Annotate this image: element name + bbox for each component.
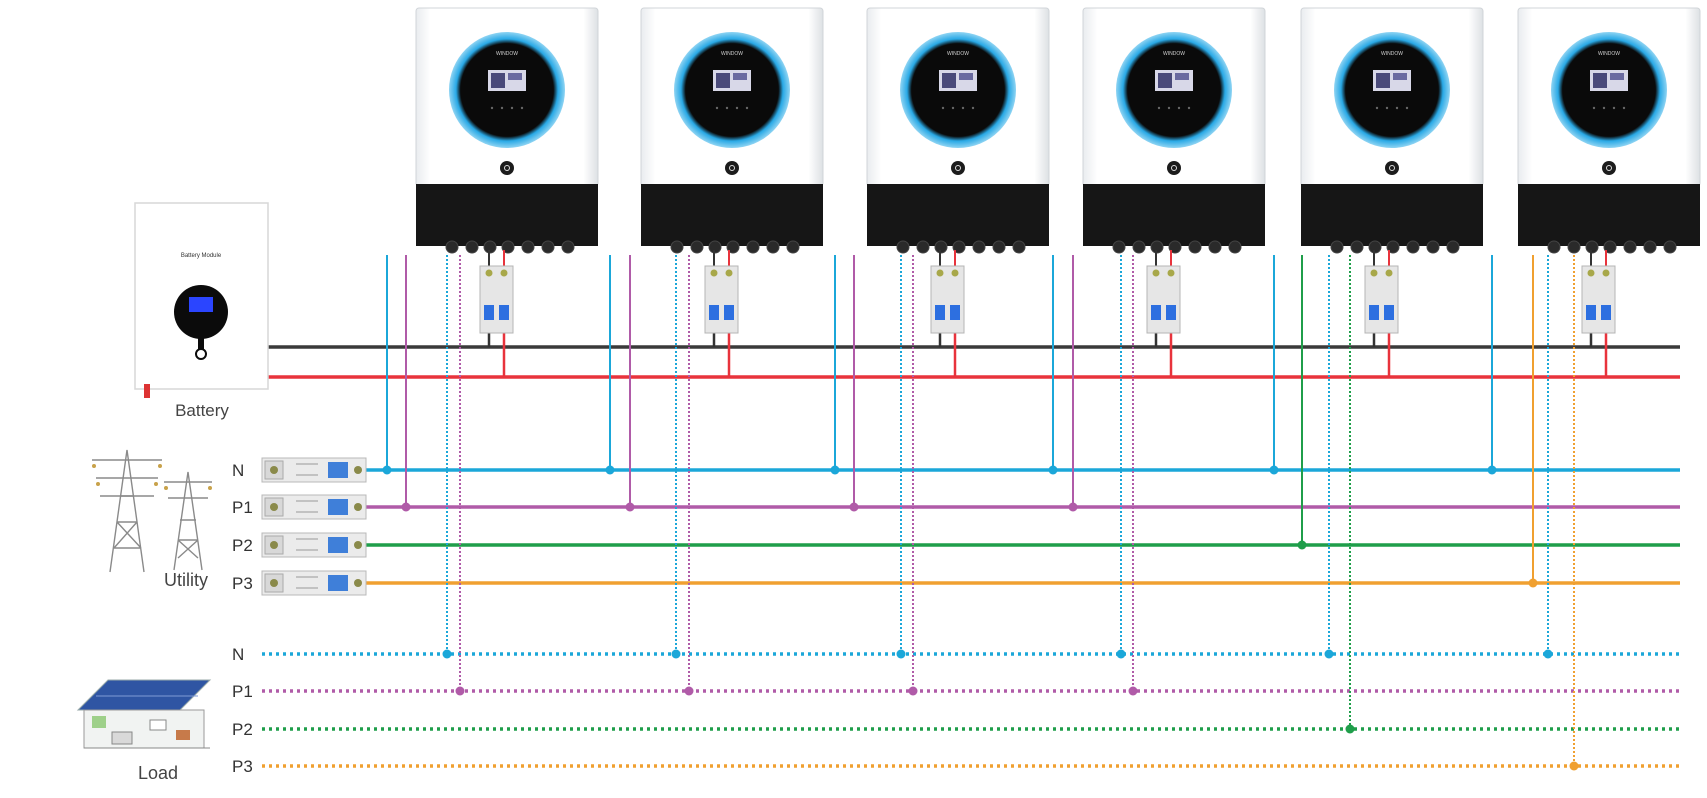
inverter-4-junction-load-n — [1116, 649, 1126, 659]
utility-tower-icon — [92, 449, 212, 573]
load-phase-labels: N P1 P2 P3 — [232, 645, 253, 776]
inverter-base — [867, 184, 1049, 246]
inverter-5-junction-load-p2 — [1345, 724, 1355, 734]
inverter-6-junction-load-n — [1543, 649, 1553, 659]
inverter-1-junction-load-n — [442, 649, 452, 659]
junction-dots-layer — [382, 465, 1579, 771]
load-label: Load — [138, 763, 178, 783]
battery-screen — [189, 297, 213, 312]
inverter-6-junction-utility-n — [1487, 465, 1497, 475]
inverter-6-junction-utility-p3 — [1528, 578, 1538, 588]
inverter-1-junction-utility-n — [382, 465, 392, 475]
utility-phase-labels: N P1 P2 P3 — [232, 461, 253, 593]
inverter-5: WINDOW — [1300, 7, 1484, 254]
inverter-2-junction-utility-p1 — [625, 502, 635, 512]
dc-breaker-1 — [479, 250, 514, 334]
inverter-3-junction-load-n — [896, 649, 906, 659]
inverter-2-junction-utility-n — [605, 465, 615, 475]
inverter-1: WINDOW — [415, 7, 599, 254]
inverter-2-junction-load-n — [671, 649, 681, 659]
dc-breaker-3 — [930, 250, 965, 334]
inverter-4-junction-utility-n — [1048, 465, 1058, 475]
inverter-5-junction-utility-n — [1269, 465, 1279, 475]
inverter-2: WINDOW — [640, 7, 824, 254]
power-button-icon[interactable] — [951, 161, 965, 175]
utility-breaker-p2 — [261, 532, 367, 558]
power-button-icon[interactable] — [1602, 161, 1616, 175]
utility-label-p1: P1 — [232, 498, 253, 517]
inverter-brand: WINDOW — [1598, 51, 1620, 57]
utility-label-p2: P2 — [232, 536, 253, 555]
power-button-icon[interactable] — [500, 161, 514, 175]
inverter-5-junction-load-n — [1324, 649, 1334, 659]
inverter-1-junction-load-p1 — [455, 686, 465, 696]
inverter-brand: WINDOW — [721, 51, 743, 57]
dc-breakers-layer — [479, 250, 1616, 334]
load-label-p1: P1 — [232, 682, 253, 701]
dc-breaker-4 — [1146, 250, 1181, 334]
dc-breaker-6 — [1581, 250, 1616, 334]
inverter-1-junction-utility-p1 — [401, 502, 411, 512]
load-label-p3: P3 — [232, 757, 253, 776]
power-button-icon[interactable] — [1167, 161, 1181, 175]
wires-layer — [262, 255, 1680, 768]
utility-label-n: N — [232, 461, 244, 480]
inverter-base — [1518, 184, 1700, 246]
power-button-icon[interactable] — [1385, 161, 1399, 175]
dc-breaker-5 — [1364, 250, 1399, 334]
load-label-n: N — [232, 645, 244, 664]
inverter-5-junction-utility-p2 — [1297, 540, 1307, 550]
inverter-3: WINDOW — [866, 7, 1050, 254]
inverter-4-junction-load-p1 — [1128, 686, 1138, 696]
load-label-p2: P2 — [232, 720, 253, 739]
inverter-3-junction-load-p1 — [908, 686, 918, 696]
battery: Battery Module Battery — [134, 202, 269, 420]
house-icon — [76, 679, 212, 749]
utility-label: Utility — [164, 570, 208, 590]
inverter-6-junction-load-p3 — [1569, 761, 1579, 771]
inverter-base — [1301, 184, 1483, 246]
battery-module-text: Battery Module — [181, 253, 222, 259]
inverter-base — [416, 184, 598, 246]
utility-label-p3: P3 — [232, 574, 253, 593]
inverter-3-junction-utility-p1 — [849, 502, 859, 512]
inverter-4-junction-utility-p1 — [1068, 502, 1078, 512]
inverter-brand: WINDOW — [947, 51, 969, 57]
inverters-layer: WINDOW WINDOW WINDOW WINDOW WINDOW WINDOW — [415, 7, 1701, 254]
utility-breaker-n — [261, 457, 367, 483]
utility-breakers — [261, 457, 367, 596]
inverter-brand: WINDOW — [1163, 51, 1185, 57]
inverter-2-junction-load-p1 — [684, 686, 694, 696]
inverter-brand: WINDOW — [1381, 51, 1403, 57]
inverter-base — [641, 184, 823, 246]
inverter-4: WINDOW — [1082, 7, 1266, 254]
battery-label: Battery — [175, 401, 229, 420]
utility-breaker-p1 — [261, 494, 367, 520]
power-button-icon[interactable] — [725, 161, 739, 175]
inverter-6: WINDOW — [1517, 7, 1701, 254]
dc-breaker-2 — [704, 250, 739, 334]
battery-terminal — [144, 384, 150, 398]
inverter-base — [1083, 184, 1265, 246]
inverter-3-junction-utility-n — [830, 465, 840, 475]
inverter-brand: WINDOW — [496, 51, 518, 57]
utility-breaker-p3 — [261, 570, 367, 596]
